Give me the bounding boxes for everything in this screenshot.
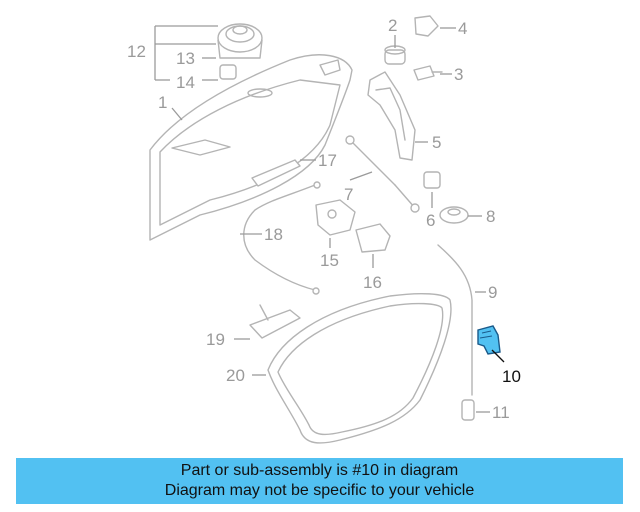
bumper-part-2 xyxy=(384,45,406,65)
leader-lines xyxy=(154,25,505,413)
callout-1: 1 xyxy=(158,93,167,112)
speaker-assembly xyxy=(217,23,263,59)
callout-7: 7 xyxy=(344,185,353,204)
hinge-part-5 xyxy=(367,71,416,161)
clip-part-14 xyxy=(219,64,237,80)
highlighted-part-10 xyxy=(477,325,501,355)
bump-stop-part-6 xyxy=(423,171,441,189)
callout-8: 8 xyxy=(486,207,495,226)
bolt-part-3 xyxy=(413,65,443,81)
callout-18: 18 xyxy=(264,225,283,244)
gas-strut-part-7 xyxy=(345,135,420,213)
callout-19: 19 xyxy=(206,330,225,349)
callouts: 12 13 14 1 2 4 3 5 17 7 6 8 18 15 16 9 1… xyxy=(127,16,521,422)
banner-line-1: Part or sub-assembly is #10 in diagram xyxy=(180,462,459,479)
banner-line-2: Diagram may not be specific to your vehi… xyxy=(164,482,475,499)
callout-13: 13 xyxy=(176,49,195,68)
callout-16: 16 xyxy=(363,273,382,292)
striker-part-16 xyxy=(355,223,391,253)
callout-11: 11 xyxy=(492,403,510,422)
plug-part-4 xyxy=(414,15,439,37)
trim-part-17 xyxy=(251,159,301,187)
grommet-part-8 xyxy=(439,206,469,224)
callout-12: 12 xyxy=(127,42,146,61)
latch-part-15 xyxy=(315,199,356,236)
weatherstrip-part-20 xyxy=(267,292,452,444)
callout-10: 10 xyxy=(502,367,521,386)
bracket-part-19 xyxy=(249,309,301,339)
part-11 xyxy=(461,399,475,421)
callout-3: 3 xyxy=(454,65,463,84)
callout-9: 9 xyxy=(488,283,497,302)
callout-5: 5 xyxy=(432,133,441,152)
callout-4: 4 xyxy=(458,19,467,38)
callout-2: 2 xyxy=(388,16,397,35)
callout-14: 14 xyxy=(176,73,195,92)
cable-part-18 xyxy=(243,184,316,291)
callout-15: 15 xyxy=(320,251,339,270)
callout-6: 6 xyxy=(426,211,435,230)
drain-hose-part-9 xyxy=(437,244,473,396)
info-banner: Part or sub-assembly is #10 in diagram D… xyxy=(16,458,623,504)
callout-17: 17 xyxy=(318,151,337,170)
callout-20: 20 xyxy=(226,366,245,385)
trunk-lid xyxy=(149,54,353,241)
